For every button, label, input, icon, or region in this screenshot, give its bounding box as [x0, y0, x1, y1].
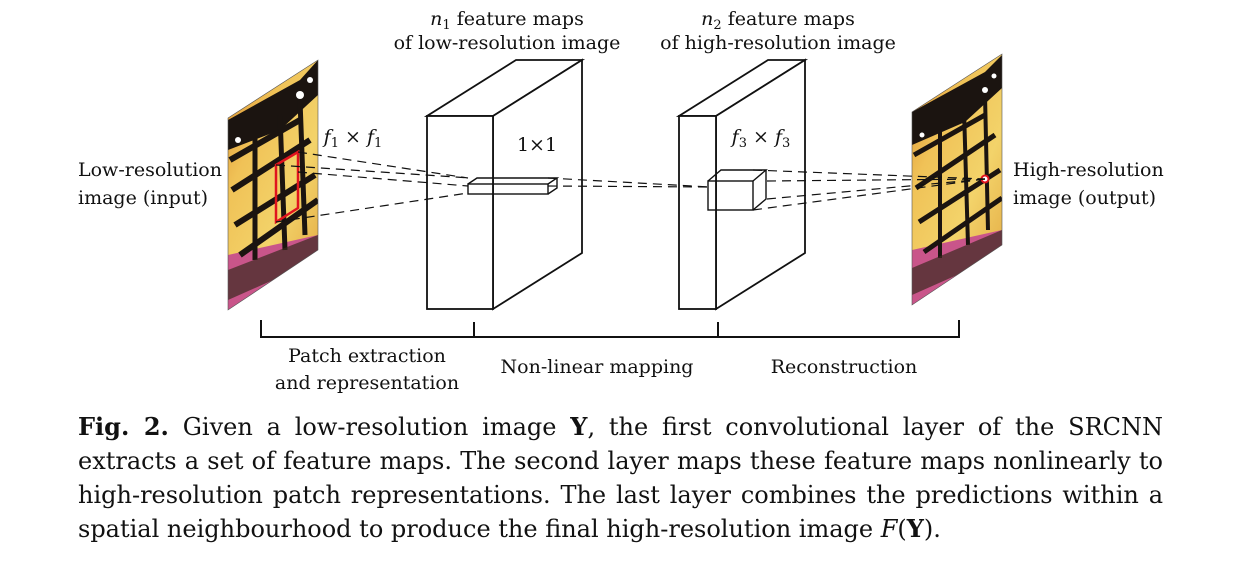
stage-patch-extraction-line2: and representation — [275, 372, 459, 394]
output-label-line1: High-resolution — [1013, 159, 1164, 181]
input-image — [227, 59, 319, 311]
feature-block-2 — [675, 58, 809, 311]
filter-1x1-box — [467, 177, 560, 195]
caption-symbol-y: Y — [570, 412, 588, 441]
input-label-line1: Low-resolution — [78, 159, 222, 181]
srcnn-diagram: n1 feature maps of low-resolution image … — [78, 8, 1164, 394]
caption-paren-open: ( — [897, 515, 907, 543]
caption-text-1: Given a low-resolution image — [168, 413, 571, 441]
filter-f3-label: f3 × f3 — [730, 126, 791, 151]
caption-symbol-y2: Y — [906, 514, 924, 543]
layer2-title: n2 feature maps — [701, 8, 855, 33]
stage-brackets — [260, 320, 960, 338]
layer1-subtitle: of low-resolution image — [394, 32, 621, 54]
stage-patch-extraction-line1: Patch extraction — [288, 345, 446, 367]
caption-text-2: , the first convolutional layer of the S… — [78, 413, 1164, 543]
stage-reconstruction: Reconstruction — [771, 356, 918, 378]
output-label-line2: image (output) — [1013, 187, 1156, 209]
filter-f3-cube — [707, 169, 768, 211]
input-label-line2: image (input) — [78, 187, 208, 209]
input-patch-box — [274, 149, 300, 225]
layer2-subtitle: of high-resolution image — [660, 32, 896, 54]
feature-block-1 — [423, 58, 586, 311]
stage-nonlinear-mapping: Non-linear mapping — [501, 356, 694, 378]
caption-label: Fig. 2. — [78, 412, 169, 441]
figure-caption: Fig. 2. Given a low-resolution image Y, … — [78, 410, 1163, 546]
filter-f1-label: f1 × f1 — [322, 126, 383, 151]
caption-symbol-f: F — [880, 515, 898, 543]
layer1-title: n1 feature maps — [430, 8, 584, 33]
filter-1x1-label: 1×1 — [517, 134, 557, 156]
projection-lines — [275, 151, 986, 223]
caption-paren-close: ). — [923, 515, 941, 543]
output-image — [911, 53, 1003, 306]
